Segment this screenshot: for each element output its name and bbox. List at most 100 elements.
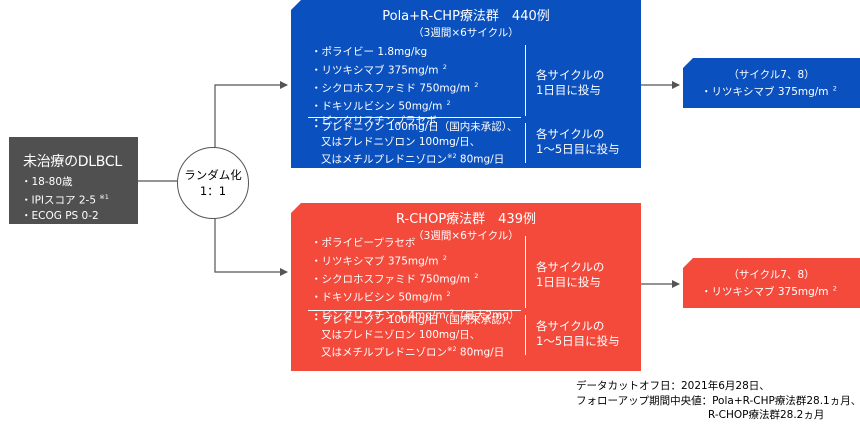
drug-text: ・ポライビー 1.8mg/kg — [311, 46, 428, 58]
divider — [308, 310, 521, 311]
schedule-text: 1日目に投与 — [536, 83, 601, 97]
patient-criteria-list: ・18-80歳 ・IPIスコア 2-5 ※1 ・ECOG PS 0-2 — [21, 175, 109, 224]
drug-text: 又はメチルプレドニゾロン — [321, 346, 447, 359]
footnote-mark: ※1 — [99, 193, 109, 201]
footnote-line: データカットオフ日：2021年6月28日、 — [576, 380, 770, 392]
randomization-ratio: 1：1 — [199, 184, 227, 198]
followup-cycles: （サイクル7、8） — [728, 269, 815, 281]
criteria-item: ・ECOG PS 0-2 — [21, 209, 109, 224]
drug-item: ・リツキシマブ 375mg/m 2 — [311, 60, 478, 78]
criteria-text: ・ECOG PS 0-2 — [21, 209, 99, 222]
drug-item: ・ビンクリスチン 1.4mg/m 2（最大2mg） — [311, 305, 520, 323]
followup-drug: ・リツキシマブ 375mg/m 2 — [701, 84, 837, 99]
schedule-text: 1～5日目に投与 — [536, 142, 620, 156]
followup-cycles: （サイクル7、8） — [728, 69, 815, 81]
drug-text: 又はプレドニゾロン 100mg/日、 — [321, 135, 481, 148]
drug-text: 又はメチルプレドニゾロン — [321, 153, 447, 166]
superscript: 2 — [446, 98, 451, 107]
corner-notch — [291, 203, 301, 213]
drug-text: ・ポライビープラセボ — [311, 237, 416, 249]
corner-notch — [291, 0, 301, 10]
randomization-node: ランダム化 1：1 — [177, 147, 249, 219]
drug-text: ・ドキソルビシン 50mg/m — [311, 291, 443, 303]
bracket-line — [525, 123, 526, 163]
drug-text: ・リツキシマブ 375mg/m — [701, 86, 829, 98]
drug-item: 又はプレドニゾロン 100mg/日、 — [311, 328, 518, 343]
drug-item: ・シクロホスファミド 750mg/m 2 — [311, 78, 478, 96]
prednisone-list: ・プレドニゾン 100mg/日（国内未承認）、 又はプレドニゾロン 100mg/… — [311, 120, 518, 167]
criteria-text: ・18-80歳 — [21, 176, 73, 188]
superscript: 2 — [474, 80, 479, 89]
drug-text: 80mg/日 — [456, 153, 505, 166]
schedule-text: 各サイクルの — [536, 127, 605, 141]
drug-text: ・リツキシマブ 375mg/m — [701, 286, 829, 298]
patient-title: 未治療のDLBCL — [23, 154, 122, 170]
bracket-line — [525, 236, 526, 308]
superscript: 2 — [442, 253, 447, 262]
arm-schedule: （3週間×6サイクル） — [413, 230, 519, 242]
patient-population-box: 未治療のDLBCL ・18-80歳 ・IPIスコア 2-5 ※1 ・ECOG P… — [9, 137, 138, 224]
drug-text: ・プレドニゾン 100mg/日（国内未承認）、 — [311, 314, 518, 326]
bracket-line — [525, 315, 526, 355]
drug-item: ・シクロホスファミド 750mg/m 2 — [311, 269, 520, 287]
drug-item: ・ドキソルビシン 50mg/m 2 — [311, 96, 478, 114]
drug-text: ・ドキソルビシン 50mg/m — [311, 100, 443, 112]
arm-schedule: （3週間×6サイクル） — [413, 27, 519, 39]
arm-title: R-CHOP療法群 439例 — [396, 212, 536, 227]
criteria-item: ・18-80歳 — [21, 175, 109, 190]
drug-text: ・シクロホスファミド 750mg/m — [311, 273, 471, 285]
chop-followup-box: （サイクル7、8） ・リツキシマブ 375mg/m 2 — [683, 258, 860, 308]
followup-drug: ・リツキシマブ 375mg/m 2 — [701, 284, 837, 299]
pola-r-chp-arm-box: Pola+R-CHP療法群 440例 （3週間×6サイクル） ・ポライビー 1.… — [291, 0, 641, 168]
drug-text: 又はプレドニゾロン 100mg/日、 — [321, 328, 481, 341]
randomization-label: ランダム化 — [184, 168, 242, 182]
schedule-text: 各サイクルの — [536, 319, 605, 333]
drug-text: ・シクロホスファミド 750mg/m — [311, 82, 471, 94]
drug-text: ・リツキシマブ 375mg/m — [311, 64, 439, 76]
bracket-line — [525, 45, 526, 116]
footnote-line: R-CHOP療法群28.2ヵ月 — [708, 409, 825, 421]
corner-notch — [683, 258, 693, 268]
schedule-text: 各サイクルの — [536, 260, 605, 274]
superscript: 2 — [474, 271, 479, 280]
corner-notch — [683, 58, 693, 68]
footnote-line: フォローアップ期間中央値：Pola+R-CHP療法群28.1ヵ月、 — [576, 394, 860, 407]
prednisone-list: ・プレドニゾン 100mg/日（国内未承認）、 又はプレドニゾロン 100mg/… — [311, 313, 518, 360]
drug-item: 又はメチルプレドニゾロン※2 80mg/日 — [311, 149, 518, 167]
drug-text: ・プレドニゾン 100mg/日（国内未承認）、 — [311, 121, 518, 133]
schedule-text: 1～5日目に投与 — [536, 334, 620, 348]
drug-text: 80mg/日 — [456, 346, 505, 359]
criteria-text: ・IPIスコア 2-5 — [21, 194, 100, 207]
drug-item: ・ドキソルビシン 50mg/m 2 — [311, 287, 520, 305]
schedule-text: 1日目に投与 — [536, 275, 601, 289]
drug-item: 又はプレドニゾロン 100mg/日、 — [311, 135, 518, 150]
drug-item: ・プレドニゾン 100mg/日（国内未承認）、 — [311, 313, 518, 328]
superscript: 2 — [832, 84, 837, 93]
drug-text: ・リツキシマブ 375mg/m — [311, 255, 439, 267]
superscript: 2 — [442, 62, 447, 71]
drug-item: ・リツキシマブ 375mg/m 2 — [311, 251, 520, 269]
r-chop-arm-box: R-CHOP療法群 439例 （3週間×6サイクル） ・ポライビープラセボ ・リ… — [291, 203, 641, 371]
superscript: 2 — [449, 307, 454, 316]
drug-text: ・ビンクリスチン 1.4mg/m — [311, 309, 446, 321]
drug-item: 又はメチルプレドニゾロン※2 80mg/日 — [311, 342, 518, 360]
criteria-item: ・IPIスコア 2-5 ※1 — [21, 190, 109, 209]
superscript: 2 — [832, 284, 837, 293]
divider — [308, 117, 521, 118]
footnote-mark: ※2 — [447, 152, 457, 160]
footnote-mark: ※2 — [447, 345, 457, 353]
data-cutoff-footnote: データカットオフ日：2021年6月28日、 フォローアップ期間中央値：Pola+… — [576, 379, 860, 423]
superscript: 2 — [446, 289, 451, 298]
drug-item: ・ポライビープラセボ — [311, 236, 520, 251]
pola-followup-box: （サイクル7、8） ・リツキシマブ 375mg/m 2 — [683, 58, 860, 108]
drug-item: ・ポライビー 1.8mg/kg — [311, 45, 478, 60]
drug-item: ・プレドニゾン 100mg/日（国内未承認）、 — [311, 120, 518, 135]
day1-drug-list: ・ポライビー 1.8mg/kg ・リツキシマブ 375mg/m 2 ・シクロホス… — [311, 45, 478, 128]
arm-title: Pola+R-CHP療法群 440例 — [382, 9, 550, 24]
schedule-text: 各サイクルの — [536, 68, 605, 82]
drug-text: （最大2mg） — [453, 309, 520, 321]
